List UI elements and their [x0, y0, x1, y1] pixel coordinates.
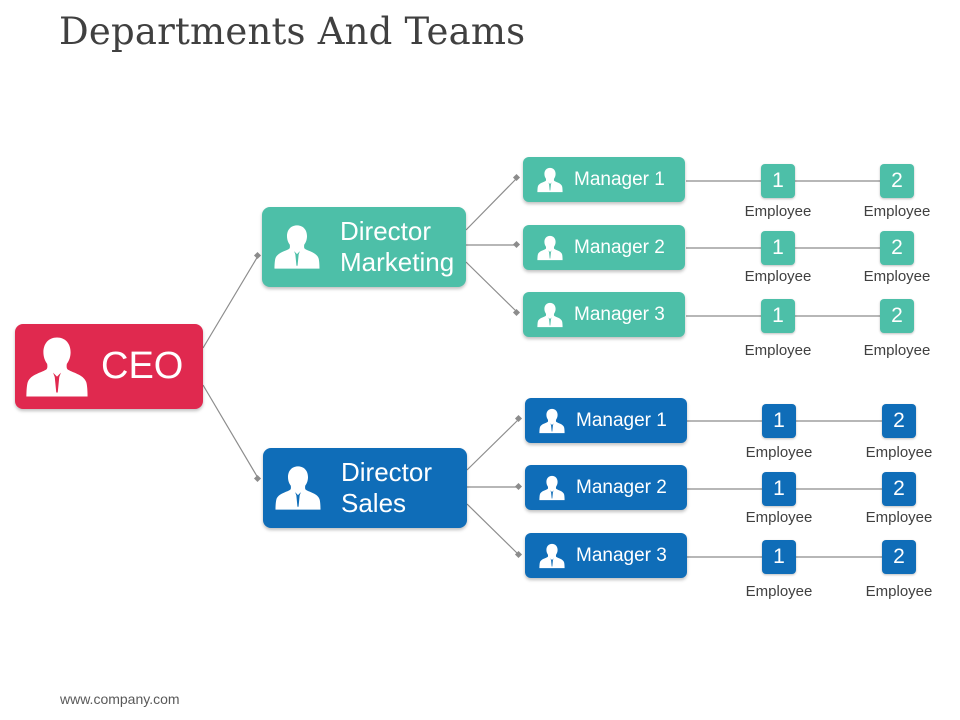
employee-label: Employee	[744, 203, 812, 220]
manager-node: Manager 3	[525, 533, 687, 578]
manager-node: Manager 2	[523, 225, 685, 270]
employee-number-badge: 1	[761, 231, 795, 265]
person-icon	[538, 472, 566, 504]
manager-node: Manager 1	[525, 398, 687, 443]
director-sales-line2: Sales	[341, 488, 407, 518]
person-icon	[536, 164, 564, 196]
employee-label: Employee	[865, 444, 933, 461]
connector-ceo-sales	[202, 384, 259, 479]
person-icon	[273, 461, 323, 515]
manager-node: Manager 3	[523, 292, 685, 337]
employee-number-badge: 1	[762, 472, 796, 506]
ceo-label: CEO	[101, 345, 184, 387]
employee-label: Employee	[745, 509, 813, 526]
manager-label: Manager 3	[574, 303, 665, 325]
connector-marketing-m3	[465, 261, 518, 313]
person-icon	[536, 232, 564, 264]
employee-label: Employee	[863, 268, 931, 285]
connector-sales-m3	[466, 503, 520, 556]
person-icon	[23, 330, 91, 404]
person-icon	[536, 299, 564, 331]
director-marketing-line1: Director	[340, 216, 432, 246]
director-sales-line1: Director	[341, 457, 433, 487]
connector-sales-m1	[466, 418, 520, 471]
employee-number-badge: 2	[880, 299, 914, 333]
director-marketing-node: Director Marketing	[262, 207, 466, 287]
page-title: Departments And Teams	[59, 10, 526, 53]
employee-label: Employee	[863, 342, 931, 359]
footer-url[interactable]: www.company.com	[60, 691, 180, 707]
employee-label: Employee	[865, 509, 933, 526]
director-marketing-line2: Marketing	[340, 247, 455, 277]
employee-label: Employee	[744, 268, 812, 285]
employee-number-badge: 2	[880, 164, 914, 198]
employee-number-badge: 2	[882, 540, 916, 574]
employee-number-badge: 2	[882, 404, 916, 438]
manager-node: Manager 1	[523, 157, 685, 202]
person-icon	[538, 405, 566, 437]
person-icon	[538, 540, 566, 572]
manager-label: Manager 2	[574, 236, 665, 258]
manager-label: Manager 1	[574, 168, 665, 190]
person-icon	[272, 220, 322, 274]
connector-ceo-marketing	[202, 255, 259, 349]
manager-label: Manager 2	[576, 476, 667, 498]
employee-label: Employee	[863, 203, 931, 220]
employee-number-badge: 1	[762, 540, 796, 574]
employee-number-badge: 2	[882, 472, 916, 506]
ceo-node: CEO	[15, 324, 203, 409]
employee-label: Employee	[744, 342, 812, 359]
employee-number-badge: 2	[880, 231, 914, 265]
connector-marketing-m1	[465, 177, 518, 231]
director-sales-node: Director Sales	[263, 448, 467, 528]
employee-label: Employee	[865, 583, 933, 600]
manager-label: Manager 3	[576, 544, 667, 566]
manager-node: Manager 2	[525, 465, 687, 510]
employee-number-badge: 1	[762, 404, 796, 438]
employee-label: Employee	[745, 583, 813, 600]
employee-number-badge: 1	[761, 164, 795, 198]
employee-number-badge: 1	[761, 299, 795, 333]
manager-label: Manager 1	[576, 409, 667, 431]
employee-label: Employee	[745, 444, 813, 461]
